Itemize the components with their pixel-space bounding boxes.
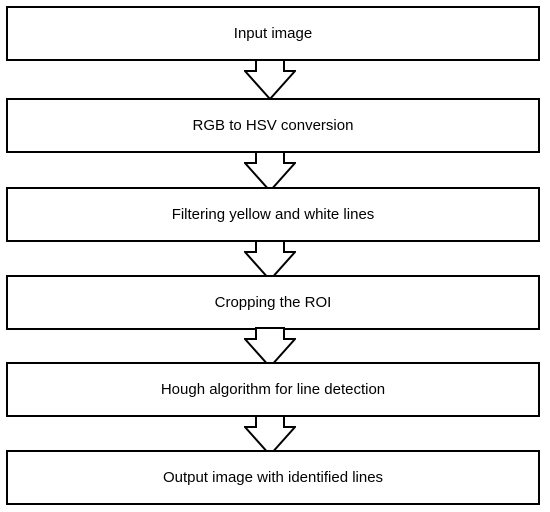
down-arrow-icon	[244, 59, 296, 100]
down-arrow-icon	[244, 327, 296, 368]
step-rgb-to-hsv: RGB to HSV conversion	[6, 98, 540, 153]
step-label: Hough algorithm for line detection	[160, 381, 386, 398]
step-filtering-lines: Filtering yellow and white lines	[6, 187, 540, 242]
down-arrow-icon	[244, 415, 296, 456]
down-arrow-icon	[244, 151, 296, 192]
step-output-image: Output image with identified lines	[6, 450, 540, 505]
step-label: Filtering yellow and white lines	[171, 206, 375, 223]
step-label: RGB to HSV conversion	[192, 117, 354, 134]
step-label: Cropping the ROI	[214, 294, 332, 311]
down-arrow-icon	[244, 240, 296, 281]
step-label: Output image with identified lines	[162, 469, 384, 486]
step-cropping-roi: Cropping the ROI	[6, 275, 540, 330]
step-input-image: Input image	[6, 6, 540, 61]
step-label: Input image	[233, 25, 313, 42]
step-hough-algorithm: Hough algorithm for line detection	[6, 362, 540, 417]
